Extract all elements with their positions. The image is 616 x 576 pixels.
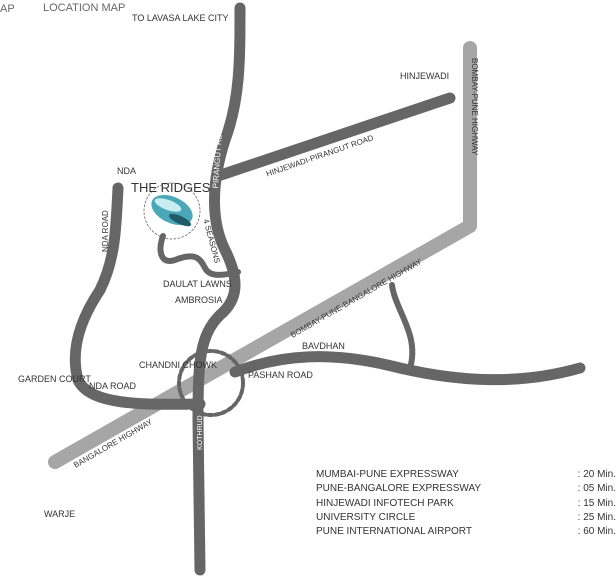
hinjewadi-pirangut-road: [212, 92, 456, 182]
distance-row: UNIVERSITY CIRCLE : 25 Min.: [316, 511, 616, 525]
bavdhan-road: [389, 282, 416, 371]
ridges-approach-road: [157, 233, 241, 278]
distance-place: MUMBAI-PUNE EXPRESSWAY: [316, 469, 459, 480]
label-bavdhan: BAVDHAN: [302, 341, 345, 351]
distance-place: PUNE-BANGALORE EXPRESSWAY: [316, 483, 482, 495]
label-garden-court: GARDEN COURT: [18, 374, 91, 384]
map-title: LOCATION MAP: [43, 2, 126, 14]
label-nda: NDA: [117, 166, 137, 176]
project-circle: [143, 182, 201, 240]
distance-time: : 15 Min.: [577, 497, 616, 509]
distance-table: MUMBAI-PUNE EXPRESSWAY : 20 Min. PUNE-BAN…: [316, 468, 616, 539]
label-ambrosia: AMBROSIA: [175, 295, 223, 305]
title-fragment: AP: [0, 3, 15, 15]
distance-time: : 05 Min.: [577, 483, 616, 495]
pirangut-road: [192, 2, 246, 576]
label-lavasa: TO LAVASA LAKE CITY: [132, 13, 229, 23]
label-nda-road-v: NDA ROAD: [101, 210, 110, 252]
label-kothrud: KOTHRUD: [197, 415, 204, 450]
label-nda-road-h: NDA ROAD: [89, 381, 137, 391]
distance-row: PUNE INTERNATIONAL AIRPORT : 60 Min.: [316, 525, 616, 539]
distance-time: : 20 Min.: [577, 469, 616, 480]
label-chandni-chowk: CHANDNI CHOWK: [139, 360, 217, 370]
label-pashan-road: PASHAN ROAD: [248, 370, 313, 380]
distance-place: HINJEWADI INFOTECH PARK: [316, 497, 454, 509]
chandni-chowk-circle: [177, 349, 245, 417]
distance-time: : 25 Min.: [577, 511, 616, 523]
pashan-road: [229, 351, 586, 386]
distance-place: UNIVERSITY CIRCLE: [316, 511, 416, 523]
distance-place: PUNE INTERNATIONAL AIRPORT: [316, 526, 472, 538]
distance-row: MUMBAI-PUNE EXPRESSWAY : 20 Min.: [316, 468, 616, 482]
project-marker-icon: [151, 194, 193, 227]
label-daulat-lawns: DAULAT LAWNS: [163, 279, 232, 289]
label-bombay-pune-highway: BOMBAY-PUNE HIGHWAY: [470, 58, 479, 156]
project-name: THE RIDGES: [131, 180, 211, 195]
distance-time: : 60 Min.: [577, 526, 616, 538]
nda-road: [69, 182, 206, 410]
label-hinjewadi: HINJEWADI: [400, 71, 450, 81]
label-warje: WARJE: [44, 509, 76, 519]
distance-row: PUNE-BANGALORE EXPRESSWAY : 05 Min.: [316, 482, 616, 496]
distance-row: HINJEWADI INFOTECH PARK : 15 Min.: [316, 497, 616, 511]
